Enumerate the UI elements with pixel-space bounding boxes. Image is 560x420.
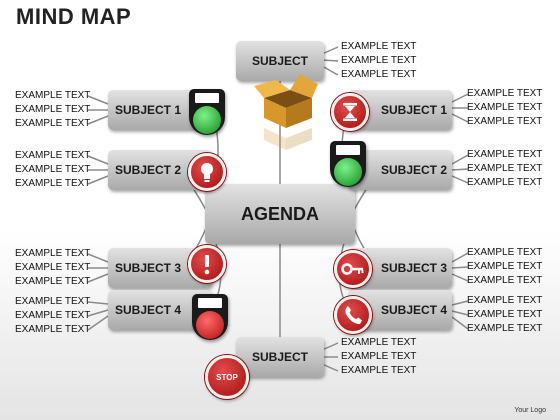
right-1-text-2: EXAMPLE TEXT: [467, 102, 543, 113]
left-subject-1-label: SUBJECT 1: [114, 103, 182, 117]
top-text-1: EXAMPLE TEXT: [341, 41, 417, 52]
lightbulb-icon: [188, 153, 226, 191]
green-traffic-light-icon: [189, 89, 225, 135]
hourglass-icon: [331, 93, 369, 131]
right-4-text-3: EXAMPLE TEXT: [467, 323, 543, 334]
left-4-text-2: EXAMPLE TEXT: [15, 310, 91, 321]
key-icon: [334, 250, 372, 288]
left-1-text-1: EXAMPLE TEXT: [15, 90, 91, 101]
top-subject-box: SUBJECT: [236, 41, 324, 81]
exclamation-icon: [188, 245, 226, 283]
agenda-box: AGENDA: [205, 184, 355, 244]
right-3-text-3: EXAMPLE TEXT: [467, 275, 543, 286]
left-4-text-1: EXAMPLE TEXT: [15, 296, 91, 307]
right-3-text-2: EXAMPLE TEXT: [467, 261, 543, 272]
right-2-text-2: EXAMPLE TEXT: [467, 163, 543, 174]
bottom-text-1: EXAMPLE TEXT: [341, 337, 417, 348]
right-1-text-3: EXAMPLE TEXT: [467, 116, 543, 127]
stop-sign-icon: STOP: [205, 355, 249, 399]
top-text-2: EXAMPLE TEXT: [341, 55, 417, 66]
right-subject-1-label: SUBJECT 1: [380, 103, 448, 117]
left-2-text-2: EXAMPLE TEXT: [15, 164, 91, 175]
left-subject-4-label: SUBJECT 4: [114, 303, 182, 317]
telephone-icon: [334, 296, 372, 334]
left-subject-3-label: SUBJECT 3: [114, 261, 182, 275]
right-3-text-1: EXAMPLE TEXT: [467, 247, 543, 258]
right-subject-4-label: SUBJECT 4: [380, 303, 448, 317]
right-2-text-1: EXAMPLE TEXT: [467, 149, 543, 160]
page-title: MIND MAP: [16, 4, 132, 29]
bottom-text-3: EXAMPLE TEXT: [341, 365, 417, 376]
left-1-text-3: EXAMPLE TEXT: [15, 118, 91, 129]
right-1-text-1: EXAMPLE TEXT: [467, 88, 543, 99]
top-subject-label: SUBJECT: [251, 54, 308, 68]
left-3-text-1: EXAMPLE TEXT: [15, 248, 91, 259]
red-traffic-light-icon: [192, 294, 228, 340]
bottom-subject-box: SUBJECT: [236, 337, 324, 377]
left-2-text-1: EXAMPLE TEXT: [15, 150, 91, 161]
left-2-text-3: EXAMPLE TEXT: [15, 178, 91, 189]
right-4-text-1: EXAMPLE TEXT: [467, 295, 543, 306]
agenda-label: AGENDA: [240, 203, 319, 224]
left-subject-2-label: SUBJECT 2: [114, 163, 182, 177]
right-subject-3-label: SUBJECT 3: [380, 261, 448, 275]
left-4-text-3: EXAMPLE TEXT: [15, 324, 91, 335]
right-2-text-3: EXAMPLE TEXT: [467, 177, 543, 188]
left-3-text-3: EXAMPLE TEXT: [15, 276, 91, 287]
right-subject-2-label: SUBJECT 2: [380, 163, 448, 177]
left-3-text-2: EXAMPLE TEXT: [15, 262, 91, 273]
stop-label: STOP: [216, 372, 238, 382]
bottom-text-2: EXAMPLE TEXT: [341, 351, 417, 362]
left-1-text-2: EXAMPLE TEXT: [15, 104, 91, 115]
top-text-3: EXAMPLE TEXT: [341, 69, 417, 80]
box-reflection: [264, 128, 312, 150]
logo-text: Your Logo: [514, 407, 546, 414]
right-4-text-2: EXAMPLE TEXT: [467, 309, 543, 320]
bottom-subject-label: SUBJECT: [251, 350, 308, 364]
open-box-icon: [254, 74, 318, 128]
green-traffic-light-icon: [330, 141, 366, 187]
